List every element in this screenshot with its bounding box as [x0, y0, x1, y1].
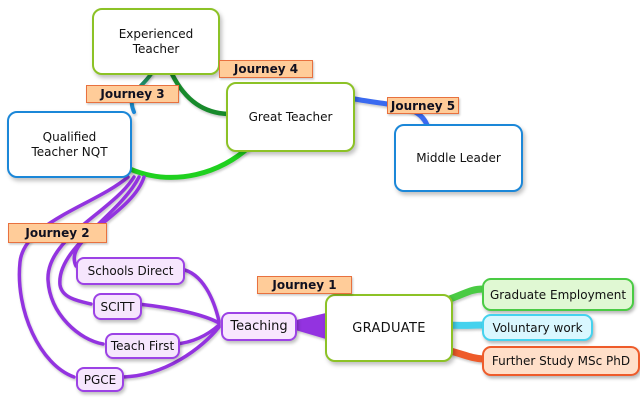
journey-5-label[interactable]: Journey 5	[387, 97, 459, 114]
node-middle-leader[interactable]: Middle Leader	[394, 124, 523, 192]
journey-1-label[interactable]: Journey 1	[257, 276, 352, 294]
edge-qualified-to-great	[127, 144, 252, 180]
journey-3-label[interactable]: Journey 3	[86, 85, 179, 103]
node-scitt[interactable]: SCITT	[93, 293, 142, 320]
edge-qualified-to-scitt	[58, 175, 141, 306]
journey-2-label[interactable]: Journey 2	[8, 223, 107, 243]
node-voluntary-work[interactable]: Voluntary work	[482, 314, 593, 341]
node-label: Qualified Teacher NQT	[31, 129, 108, 159]
edge-teach-first-to-teaching	[174, 323, 221, 346]
edge-schools-direct-to-teaching	[179, 267, 221, 323]
node-great-teacher[interactable]: Great Teacher	[226, 82, 355, 152]
edge-experienced-to-great	[169, 71, 231, 117]
node-schools-direct[interactable]: Schools Direct	[76, 257, 185, 285]
node-label: Great Teacher	[248, 109, 333, 124]
edge-qualified-to-teach-first	[46, 175, 136, 346]
edge-pgce-to-teaching	[118, 325, 221, 379]
node-teaching[interactable]: Teaching	[221, 312, 297, 341]
node-qualified-teacher-nqt[interactable]: Qualified Teacher NQT	[7, 111, 132, 178]
node-label: GRADUATE	[352, 320, 426, 336]
node-teach-first[interactable]: Teach First	[105, 333, 180, 359]
node-experienced-teacher[interactable]: Experienced Teacher	[92, 8, 220, 75]
node-graduate[interactable]: GRADUATE	[325, 294, 453, 362]
node-graduate-employment[interactable]: Graduate Employment	[482, 278, 634, 311]
edge-teaching-to-graduate	[292, 313, 326, 339]
node-label: Middle Leader	[416, 150, 501, 165]
edge-scitt-to-teaching	[136, 302, 221, 325]
node-label: Experienced Teacher	[118, 26, 194, 56]
edge-qualified-to-pgce	[17, 175, 130, 379]
node-pgce[interactable]: PGCE	[76, 367, 124, 392]
edge-graduate-to-employment	[443, 285, 487, 304]
node-further-study[interactable]: Further Study MSc PhD	[482, 346, 640, 376]
journey-4-label[interactable]: Journey 4	[219, 60, 313, 78]
